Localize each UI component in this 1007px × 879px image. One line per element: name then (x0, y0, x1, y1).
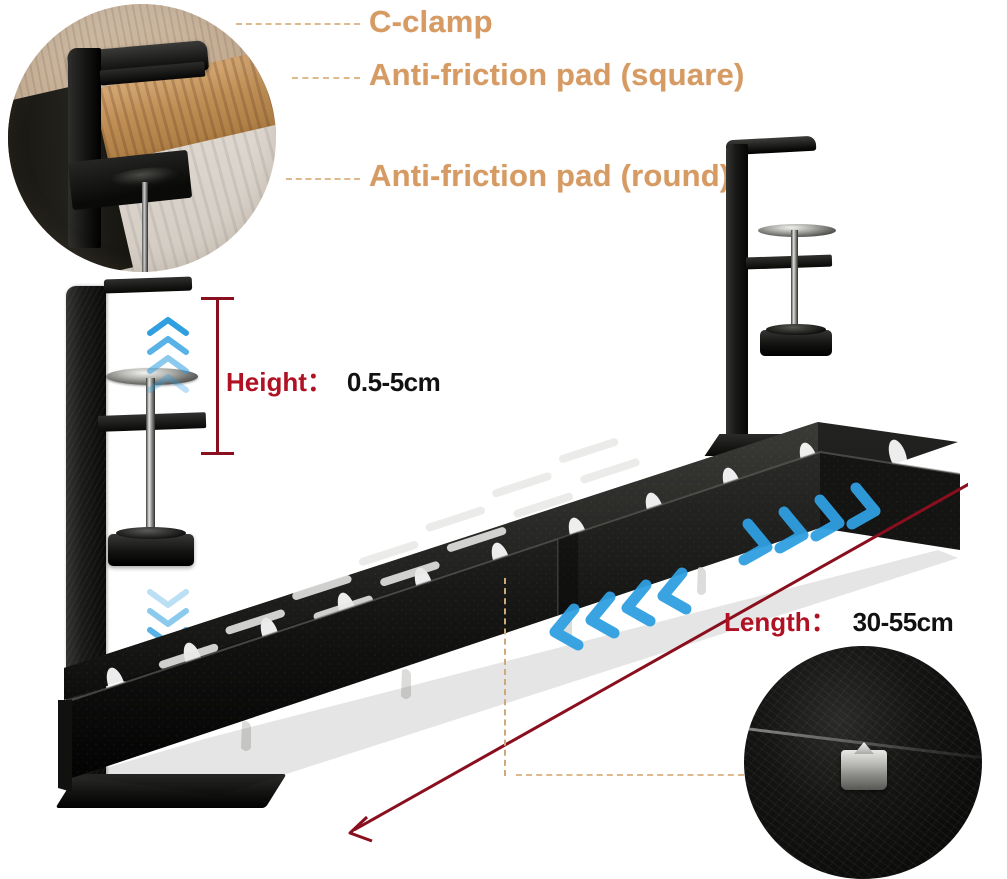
leader-line-screw-detail (516, 774, 754, 776)
right-clamp-vertical-post (726, 144, 748, 456)
leader-line-tray-vertical (504, 578, 506, 776)
adjustment-screw-head (841, 750, 887, 790)
length-label-key: Length： (724, 607, 837, 637)
right-clamp-plate (745, 254, 833, 270)
leader-line-pad-square (292, 77, 360, 79)
height-dimension-cap-bottom (201, 452, 234, 455)
callout-label-c-clamp: C-clamp (369, 4, 493, 39)
cable-management-tray (58, 400, 968, 850)
length-dimension-label: Length： 30-55cm (724, 602, 954, 639)
inset-screw-detail (744, 646, 982, 879)
callout-label-pad-square: Anti-friction pad (square) (369, 57, 745, 92)
height-dimension-cap-top (201, 297, 234, 300)
clamp-screw-shaft (142, 182, 148, 272)
height-label-value: 0.5-5cm (346, 367, 441, 397)
height-label-key: Height： (226, 367, 333, 397)
inset-desk-clamp-detail (8, 4, 276, 272)
left-clamp-screw-shaft (146, 378, 155, 554)
right-clamp-lower-knob (760, 324, 832, 356)
arrow-up-stack (146, 316, 190, 394)
left-clamp-lower-knob (108, 527, 194, 566)
length-label-value: 30-55cm (852, 607, 954, 637)
left-clamp-top-pad (103, 276, 193, 294)
leader-line-c-clamp (236, 23, 360, 25)
callout-label-pad-round: Anti-friction pad (round) (369, 158, 731, 193)
height-dimension-label: Height： 0.5-5cm (226, 362, 441, 399)
height-dimension-line (216, 297, 219, 455)
right-c-clamp-assembly (704, 135, 842, 468)
leader-line-pad-round (286, 178, 360, 180)
clamp-vertical-post (68, 48, 101, 248)
right-clamp-screw-shaft (791, 230, 798, 340)
left-clamp-upper-disc (106, 368, 198, 385)
left-c-clamp-assembly (55, 272, 287, 832)
